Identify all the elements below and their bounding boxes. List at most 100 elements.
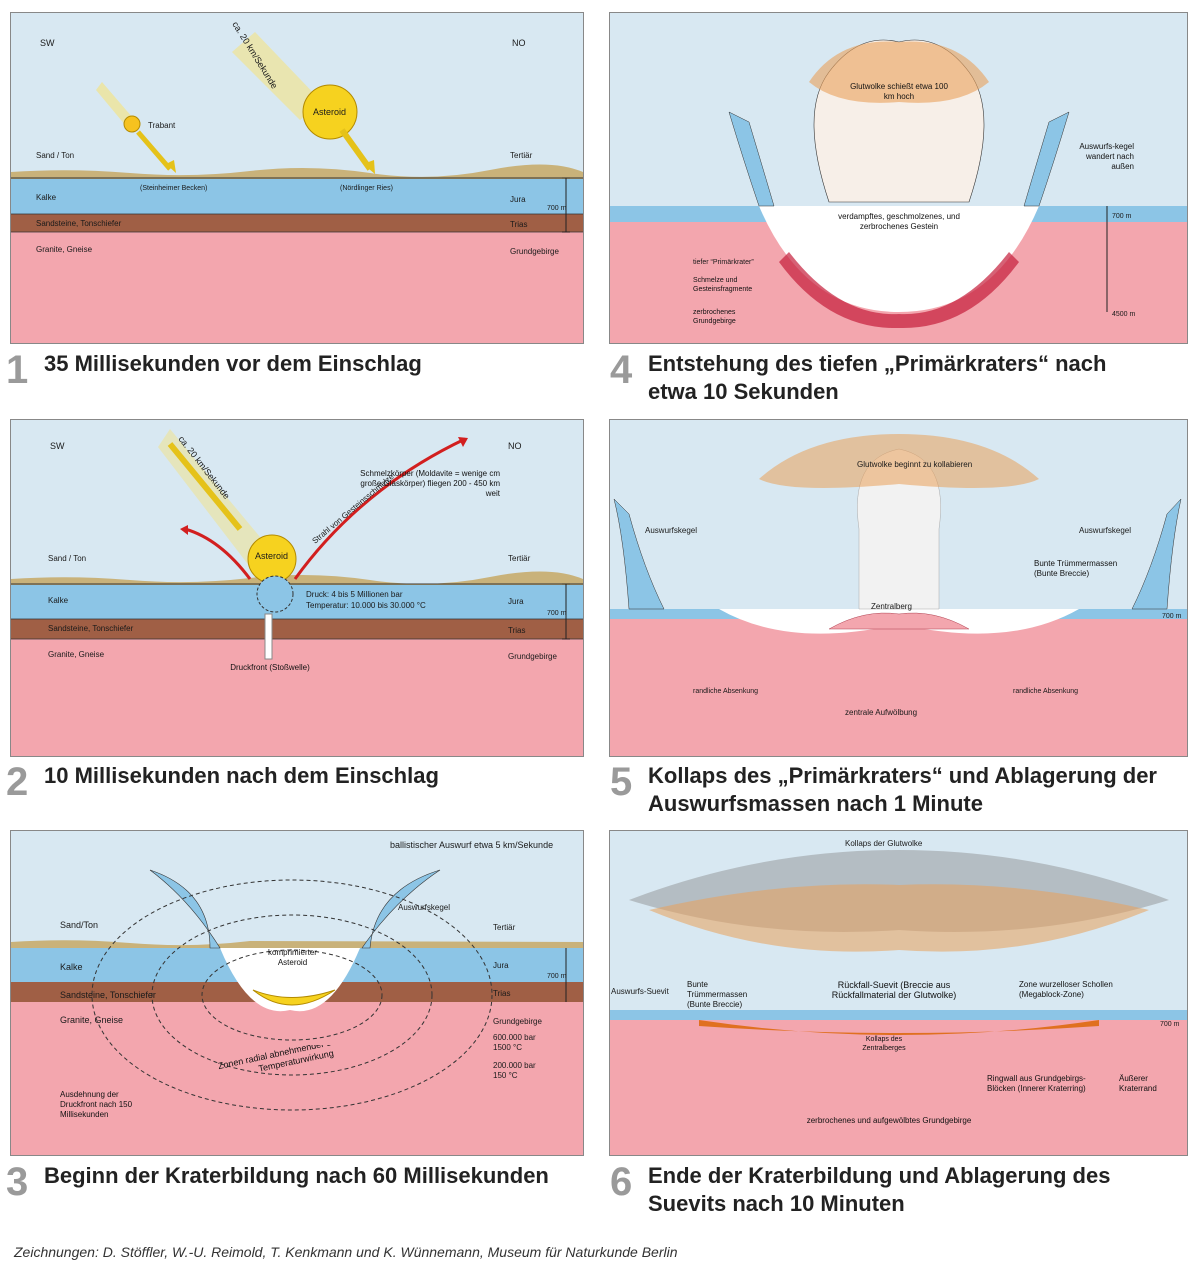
trias-label: Trias <box>493 989 510 998</box>
panel-5-diagram: Glutwolke beginnt zu kollabieren Auswurf… <box>609 419 1188 757</box>
caption-6-text: Ende der Kraterbildung und Ablagerung de… <box>648 1163 1111 1216</box>
p1-label: 600.000 bar <box>493 1033 536 1042</box>
no-label: NO <box>512 38 526 48</box>
caption-2-text: 10 Millisekunden nach dem Einschlag <box>44 763 439 788</box>
jura-label: Jura <box>510 195 526 204</box>
auswurf-left-label: Auswurfskegel <box>645 526 697 535</box>
caption-6: 6 Ende der Kraterbildung und Ablagerung … <box>610 1162 1170 1218</box>
jura-label: Jura <box>508 597 524 606</box>
caption-5-text: Kollaps des „Primärkraters“ und Ablageru… <box>648 763 1157 816</box>
granite-label: Granite, Gneise <box>36 245 93 254</box>
depth-label: 700 m <box>1162 613 1182 620</box>
glutwolke-label: Glutwolke beginnt zu kollabieren <box>857 460 972 469</box>
verdampft-label: verdampftes, geschmolzenes, und zerbroch… <box>838 212 960 231</box>
caption-2-number: 2 <box>6 760 29 804</box>
caption-1-number: 1 <box>6 348 29 392</box>
panel-1-diagram: SW NO ca. 20 km/Sekunde Asteroid Trabant… <box>10 12 584 344</box>
tertiaer-label: Tertiär <box>508 554 531 563</box>
zonen-label: Zonen radial abnehmender Druck- und Temp… <box>217 1045 371 1074</box>
depth-label: 700 m <box>547 205 567 212</box>
grundgebirge-label: Grundgebirge <box>493 1017 542 1026</box>
rueckfall-label: Rückfall-Suevit (Breccie aus Rückfallmat… <box>831 980 957 1000</box>
caption-2: 2 10 Millisekunden nach dem Einschlag <box>6 762 591 802</box>
komprimiert-label: komprimierter Asteroid <box>268 948 317 967</box>
sandstein-label: Sandsteine, Tonschiefer <box>36 219 122 228</box>
caption-4-text: Entstehung des tiefen „Primärkraters“ na… <box>648 351 1107 404</box>
suevit-label: Auswurfs-Suevit <box>611 987 670 996</box>
caption-6-number: 6 <box>610 1160 633 1204</box>
druck-label: Druck: 4 bis 5 Millionen bar <box>306 590 403 599</box>
depth-label: 700 m <box>547 973 567 980</box>
sand-label: Sand / Ton <box>36 151 74 160</box>
panel-6-diagram: Kollaps der Glutwolke Auswurfs-Suevit Bu… <box>609 830 1188 1156</box>
zone-label: Zone wurzelloser Schollen (Megablock-Zon… <box>1019 980 1113 999</box>
asteroid-label: Asteroid <box>313 107 346 117</box>
steinheim-label: (Steinheimer Becken) <box>140 185 207 192</box>
caption-5: 5 Kollaps des „Primärkraters“ und Ablage… <box>610 762 1170 818</box>
no-label: NO <box>508 441 522 451</box>
panel-2-diagram: SW NO ca. 20 km/Sekunde Asteroid Strahl … <box>10 419 584 757</box>
kalke-label: Kalke <box>48 596 69 605</box>
asteroid-shape <box>232 32 358 140</box>
jura-label: Jura <box>493 961 509 970</box>
kollaps-label: Kollaps der Glutwolke <box>845 839 923 848</box>
aufwoelbung-label: zentrale Aufwölbung <box>845 708 917 717</box>
sandstein-label: Sandsteine, Tonschiefer <box>48 624 134 633</box>
primaer-label: tiefer “Primärkrater” <box>693 259 754 266</box>
auswurf-label: Auswurfs-kegel wandert nach außen <box>1079 142 1134 171</box>
ausdehnung-label: Ausdehnung der Druckfront nach 150 Milli… <box>60 1090 133 1119</box>
zerbrochen-label: zerbrochenes Grundgebirge <box>693 309 736 325</box>
caption-4-number: 4 <box>610 348 633 392</box>
panel-3-diagram: ballistischer Auswurf etwa 5 km/Sekunde … <box>10 830 584 1156</box>
caption-3: 3 Beginn der Kraterbildung nach 60 Milli… <box>6 1162 591 1202</box>
schmelzkoerper-label: Schmelzkörper (Moldavite = wenige cm gro… <box>360 469 500 498</box>
caption-4: 4 Entstehung des tiefen „Primärkraters“ … <box>610 350 1170 406</box>
glutwolke-label: Glutwolke schießt etwa 100 km hoch <box>850 82 948 101</box>
absenkung-left-label: randliche Absenkung <box>693 688 758 695</box>
ballistisch-label: ballistischer Auswurf etwa 5 km/Sekunde <box>390 840 553 850</box>
aeusserer-label: Äußerer Kraterrand <box>1119 1074 1157 1093</box>
depth-label: 700 m <box>547 610 567 617</box>
zerbrochen-label: zerbrochenes und aufgewölbtes Grundgebir… <box>806 1116 972 1125</box>
asteroid-label: Asteroid <box>255 551 288 561</box>
auswurf-right-label: Auswurfskegel <box>1079 526 1131 535</box>
panel-4-diagram: Glutwolke schießt etwa 100 km hoch Auswu… <box>609 12 1188 344</box>
t1-label: 1500 °C <box>493 1043 522 1052</box>
t2-label: 150 °C <box>493 1071 518 1080</box>
caption-1-text: 35 Millisekunden vor dem Einschlag <box>44 351 422 376</box>
trabant-label: Trabant <box>148 121 176 130</box>
caption-5-number: 5 <box>610 760 633 804</box>
grundgebirge-label: Grundgebirge <box>508 652 557 661</box>
caption-3-text: Beginn der Kraterbildung nach 60 Millise… <box>44 1163 549 1188</box>
zentralberg-label: Kollaps des Zentralberges <box>862 1036 906 1052</box>
ringwall-label: Ringwall aus Grundgebirgs-Blöcken (Inner… <box>987 1074 1086 1093</box>
grundgebirge-label: Grundgebirge <box>510 247 559 256</box>
depth2-label: 4500 m <box>1112 311 1136 318</box>
bunte-label: Bunte Trümmermassen (Bunte Breccie) <box>687 980 748 1009</box>
caption-1: 1 35 Millisekunden vor dem Einschlag <box>6 350 591 390</box>
tertiaer-label: Tertiär <box>510 151 533 160</box>
sandstein-label: Sandsteine, Tonschiefer <box>60 990 156 1000</box>
trias-label: Trias <box>510 220 527 229</box>
granite-label: Granite, Gneise <box>60 1015 123 1025</box>
ries-label: (Nördlinger Ries) <box>340 185 393 192</box>
druckfront-label: Druckfront (Stoßwelle) <box>230 663 310 672</box>
bunte-label: Bunte Trümmermassen (Bunte Breccie) <box>1034 559 1118 578</box>
trias-label: Trias <box>508 626 525 635</box>
depth-label: 700 m <box>1112 213 1132 220</box>
kalke-label: Kalke <box>36 193 57 202</box>
temp-label: Temperatur: 10.000 bis 30.000 °C <box>306 601 426 610</box>
caption-3-number: 3 <box>6 1160 29 1204</box>
sw-label: SW <box>40 38 55 48</box>
granite-label: Granite, Gneise <box>48 650 105 659</box>
sw-label: SW <box>50 441 65 451</box>
zentralberg-label: Zentralberg <box>871 602 912 611</box>
absenkung-right-label: randliche Absenkung <box>1013 688 1078 695</box>
credit-line: Zeichnungen: D. Stöffler, W.-U. Reimold,… <box>14 1244 678 1260</box>
auswurfskegel-label: Auswurfskegel <box>398 903 450 912</box>
sand-label: Sand/Ton <box>60 920 98 930</box>
depth-label: 700 m <box>1160 1021 1180 1028</box>
p2-label: 200.000 bar <box>493 1061 536 1070</box>
sand-label: Sand / Ton <box>48 554 86 563</box>
schmelze-label: Schmelze und Gesteinsfragmente <box>693 277 753 293</box>
